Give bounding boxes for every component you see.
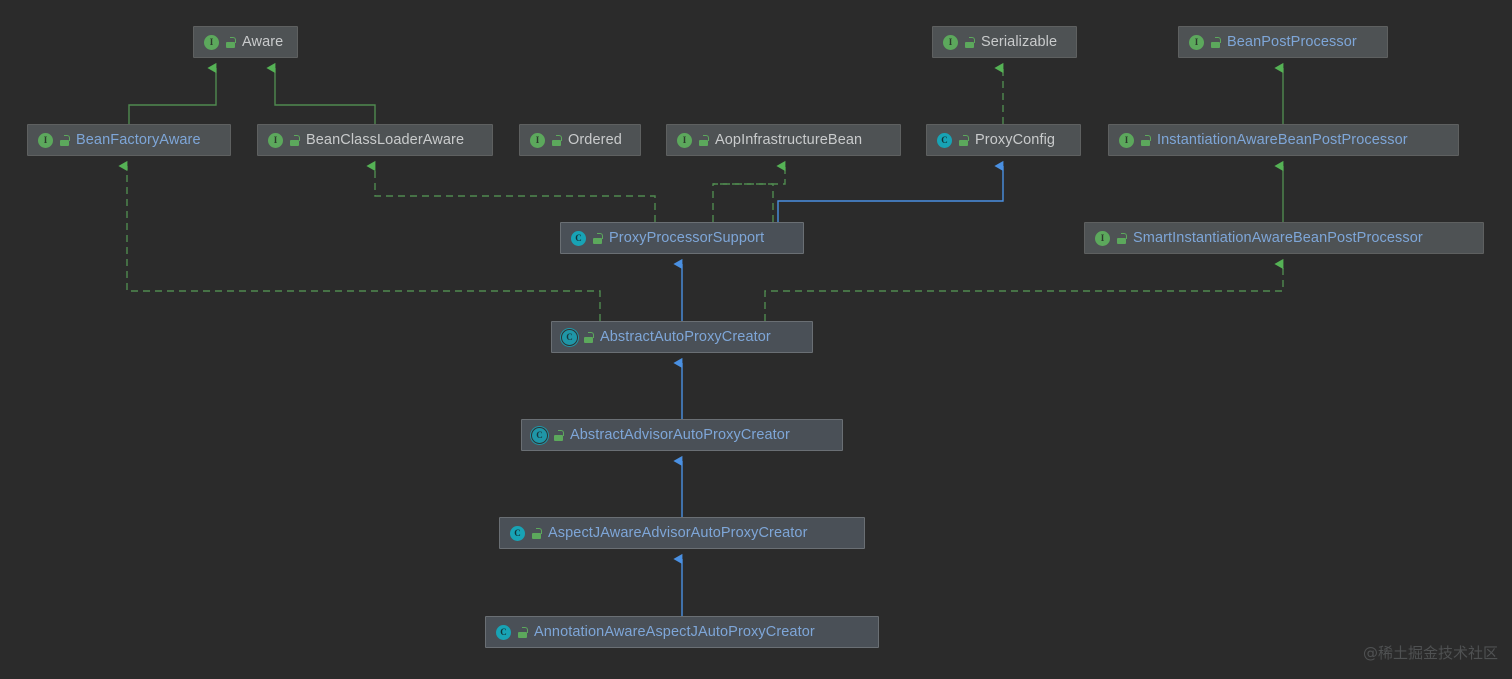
edge-abstractautoproxycreator-to-smartinstantiationaware (764, 258, 1284, 321)
interface-icon: I (268, 132, 283, 148)
uml-node-label: AbstractAutoProxyCreator (600, 329, 771, 345)
abstract-class-icon: C (532, 427, 547, 443)
lock-icon (59, 134, 70, 146)
lock-icon (1116, 232, 1127, 244)
class-icon: C (496, 624, 511, 640)
uml-node-label: AopInfrastructureBean (715, 132, 863, 148)
edge-proxyprocessorsupport-to-ordered (366, 160, 656, 222)
class-icon: C (510, 525, 525, 541)
uml-node-beanclassloaderaware[interactable]: I BeanClassLoaderAware (257, 124, 493, 156)
edge-proxyprocessorsupport-to-proxyconfig (777, 160, 1004, 222)
uml-node-aspectjawareadvisorautoproxycreator[interactable]: C AspectJAwareAdvisorAutoProxyCreator (499, 517, 865, 549)
lock-icon (698, 134, 709, 146)
edge-abstractautoproxycreator-to-beanfactoryaware (118, 160, 601, 321)
uml-node-ordered[interactable]: I Ordered (519, 124, 641, 156)
uml-node-smartinstantiationawarebeanpostprocessor[interactable]: I SmartInstantiationAwareBeanPostProcesso… (1084, 222, 1484, 254)
lock-icon (225, 36, 236, 48)
abstract-class-icon: C (562, 329, 577, 345)
uml-node-beanfactoryaware[interactable]: I BeanFactoryAware (27, 124, 231, 156)
uml-node-abstractautoproxycreator[interactable]: C AbstractAutoProxyCreator (551, 321, 813, 353)
uml-node-label: InstantiationAwareBeanPostProcessor (1157, 132, 1408, 148)
uml-node-serializable[interactable]: I Serializable (932, 26, 1077, 58)
uml-node-label: Serializable (981, 34, 1058, 50)
edge-proxyprocessorsupport-to-aopinfrastructurebean (712, 160, 786, 222)
uml-node-beanpostprocessor[interactable]: I BeanPostProcessor (1178, 26, 1388, 58)
edge-proxyprocessorsupport-to-beanclassloaderaware (713, 183, 774, 222)
uml-node-label: AspectJAwareAdvisorAutoProxyCreator (548, 525, 808, 541)
lock-icon (964, 36, 975, 48)
interface-icon: I (204, 34, 219, 50)
edge-beanfactoryaware-to-aware (128, 62, 217, 124)
uml-node-label: SmartInstantiationAwareBeanPostProcessor (1133, 230, 1423, 246)
uml-node-instantiationawarebeanpostprocessor[interactable]: I InstantiationAwareBeanPostProcessor (1108, 124, 1459, 156)
interface-icon: I (1119, 132, 1134, 148)
uml-node-proxyprocessorsupport[interactable]: C ProxyProcessorSupport (560, 222, 804, 254)
uml-node-label: Ordered (568, 132, 622, 148)
watermark: @稀土掘金技术社区 (1362, 644, 1498, 662)
lock-icon (517, 626, 528, 638)
class-icon: C (937, 132, 952, 148)
interface-icon: I (1189, 34, 1204, 50)
lock-icon (1140, 134, 1151, 146)
uml-node-proxyconfig[interactable]: C ProxyConfig (926, 124, 1081, 156)
uml-node-abstractadvisorautoproxycreator[interactable]: C AbstractAdvisorAutoProxyCreator (521, 419, 843, 451)
edge-beanclassloaderaware-to-aware (266, 62, 376, 124)
lock-icon (289, 134, 300, 146)
lock-icon (531, 527, 542, 539)
uml-node-label: AbstractAdvisorAutoProxyCreator (570, 427, 790, 443)
lock-icon (551, 134, 562, 146)
uml-node-label: ProxyConfig (975, 132, 1056, 148)
lock-icon (958, 134, 969, 146)
uml-node-label: ProxyProcessorSupport (609, 230, 765, 246)
uml-node-label: BeanClassLoaderAware (306, 132, 465, 148)
uml-node-label: AnnotationAwareAspectJAutoProxyCreator (534, 624, 815, 640)
interface-icon: I (38, 132, 53, 148)
uml-node-aopinfrastructurebean[interactable]: I AopInfrastructureBean (666, 124, 901, 156)
uml-node-annotationawareaspectjautoproxycreator[interactable]: C AnnotationAwareAspectJAutoProxyCreator (485, 616, 879, 648)
lock-icon (553, 429, 564, 441)
uml-node-aware[interactable]: I Aware (193, 26, 298, 58)
interface-icon: I (530, 132, 545, 148)
uml-node-label: BeanFactoryAware (76, 132, 201, 148)
interface-icon: I (677, 132, 692, 148)
lock-icon (583, 331, 594, 343)
uml-node-label: Aware (242, 34, 284, 50)
class-icon: C (571, 230, 586, 246)
interface-icon: I (943, 34, 958, 50)
lock-icon (592, 232, 603, 244)
lock-icon (1210, 36, 1221, 48)
interface-icon: I (1095, 230, 1110, 246)
uml-node-label: BeanPostProcessor (1227, 34, 1357, 50)
